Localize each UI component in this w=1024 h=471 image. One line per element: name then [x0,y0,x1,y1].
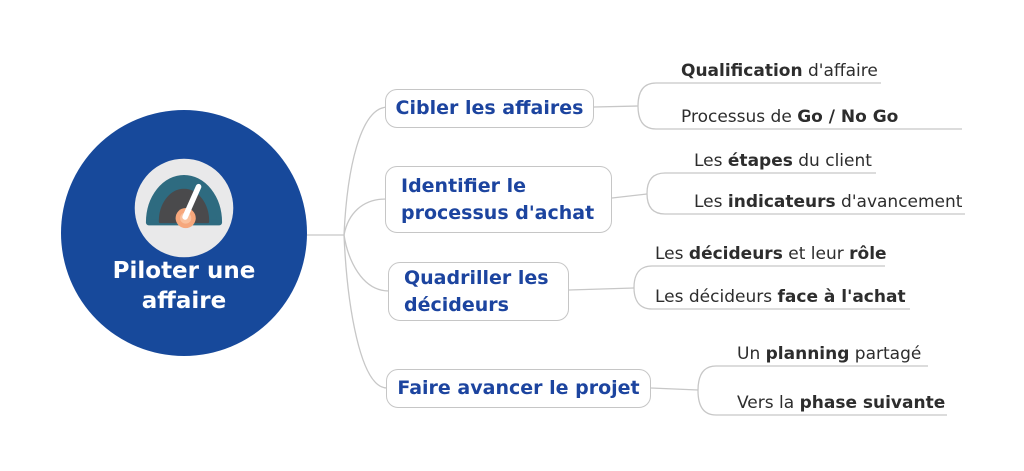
central-node[interactable]: Piloter une affaire [61,110,307,356]
leaf-qualification[interactable]: Qualification d'affaire [681,61,878,81]
fork-arc-2 [646,172,666,215]
branch-label: Faire avancer le projet [397,377,640,399]
leaf-planning-partage[interactable]: Un planning partagé [737,344,922,364]
branch-curve-3 [343,234,390,292]
leaf-etapes-client[interactable]: Les étapes du client [694,151,872,171]
branch-curve-2 [343,198,387,236]
branch-label: Quadriller les décideurs [404,266,549,316]
fork-stub-4 [650,387,699,391]
fork-stub-3 [568,287,635,291]
leaf-decideurs-achat[interactable]: Les décideurs face à l'achat [655,287,906,307]
leaf-phase-suivante[interactable]: Vers la phase suivante [737,393,946,413]
fork-arc-3 [633,265,653,310]
gauge-icon [134,158,234,258]
branch-curve-4 [343,234,388,389]
branch-curve-1 [343,106,389,236]
leaf-indicateurs-avancement[interactable]: Les indicateurs d'avancement [694,192,963,212]
branch-label: Cibler les affaires [395,97,584,119]
fork-arc-4 [697,365,717,416]
fork-arc-1 [637,82,657,130]
branch-node-cibler[interactable]: Cibler les affaires [385,89,594,128]
leaf-decideurs-role[interactable]: Les décideurs et leur rôle [655,244,887,264]
fork-stub-2 [611,193,648,199]
branch-node-identifier[interactable]: Identifier le processus d'achat [385,166,612,233]
branch-node-quadriller[interactable]: Quadriller les décideurs [388,262,569,321]
branch-label: Identifier le processus d'achat [401,174,595,224]
central-node-title: Piloter une affaire [112,258,256,314]
fork-stub-1 [593,105,639,108]
branch-node-faire-avancer[interactable]: Faire avancer le projet [386,369,651,408]
leaf-go-no-go[interactable]: Processus de Go / No Go [681,107,899,127]
